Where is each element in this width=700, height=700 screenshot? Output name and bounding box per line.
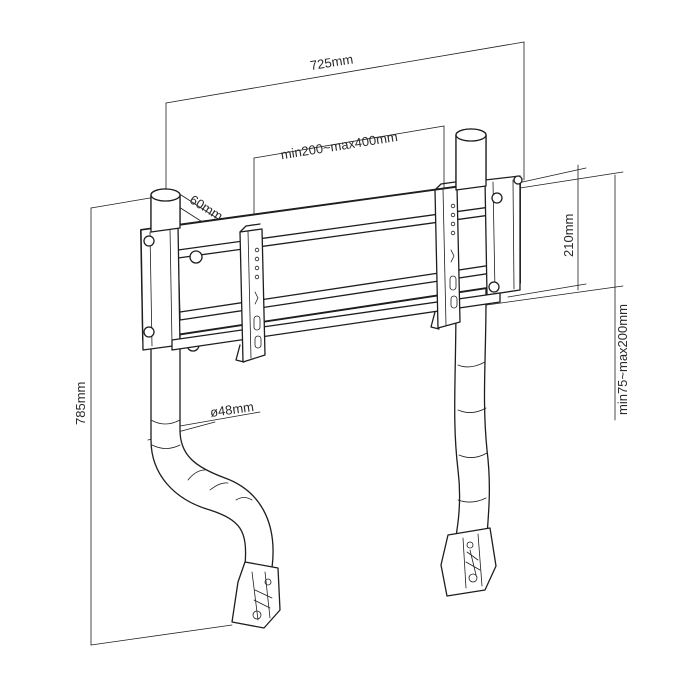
vesa-width-label: min200~max400mm (280, 129, 399, 162)
vesa-height-label: 210mm (561, 214, 576, 257)
overall-width-label: 725mm (309, 51, 354, 73)
arm-hooks (239, 181, 456, 233)
left-foot (231, 561, 281, 629)
right-foot (440, 527, 497, 597)
dimension-lines (90, 41, 624, 646)
total-height-label: 785mm (73, 382, 88, 425)
height-range-label: min75~max200mm (615, 304, 630, 415)
tube-caps (150, 128, 487, 233)
vesa-arm-right (430, 186, 461, 330)
tube-diameter-label: ø48mm (209, 399, 255, 420)
vesa-arm-left (235, 228, 266, 363)
